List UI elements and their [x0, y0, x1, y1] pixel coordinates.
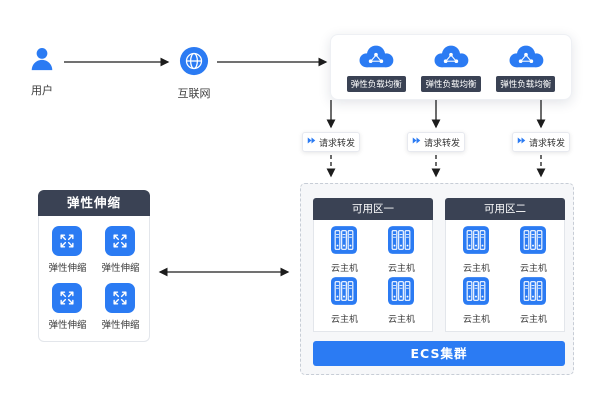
- autoscaling-item-label: 弹性伸缩: [48, 263, 87, 275]
- load-balancer-cloud-icon: [430, 43, 472, 73]
- elb-label: 弹性负载均衡: [496, 75, 556, 92]
- cloud-host-label: 云主机: [519, 263, 547, 274]
- forward-arrow-icon: [307, 136, 316, 148]
- autoscaling-item: 弹性伸缩: [101, 226, 140, 275]
- server-icon: [331, 277, 357, 309]
- elb-node: 弹性负载均衡: [421, 43, 481, 92]
- ecs-cluster-bar: ECS集群: [313, 341, 565, 366]
- autoscaling-item-label: 弹性伸缩: [101, 263, 140, 275]
- zone-title: 可用区二: [445, 198, 565, 220]
- request-forward-label: 请求转发: [423, 138, 460, 149]
- autoscaling-item-label: 弹性伸缩: [101, 319, 140, 331]
- autoscaling-panel: 弹性伸缩 弹性伸缩 弹性伸缩 弹性伸缩: [38, 190, 150, 342]
- cloud-host-label: 云主机: [387, 315, 415, 326]
- user-icon: [28, 58, 56, 77]
- expand-arrows-icon: [52, 282, 83, 313]
- elb-card: 弹性负载均衡 弹性负载均衡 弹性负载均衡: [330, 34, 572, 100]
- cloud-host-label: 云主机: [519, 315, 547, 326]
- server-icon: [463, 277, 489, 309]
- server-icon: [520, 277, 546, 309]
- request-forward-label: 请求转发: [528, 138, 565, 149]
- server-icon: [331, 226, 357, 258]
- cloud-host-label: 云主机: [387, 263, 415, 274]
- server-icon: [388, 277, 414, 309]
- autoscaling-item: 弹性伸缩: [101, 282, 140, 331]
- zone-body: 云主机 云主机 云主机 云主机: [313, 220, 433, 332]
- server-icon: [463, 226, 489, 258]
- cloud-host: 云主机: [388, 226, 415, 274]
- expand-arrows-icon: [105, 226, 136, 257]
- autoscaling-panel-body: 弹性伸缩 弹性伸缩 弹性伸缩 弹性伸缩: [38, 216, 150, 342]
- expand-arrows-icon: [52, 226, 83, 257]
- request-forward-chip: 请求转发: [407, 132, 465, 152]
- elb-label: 弹性负载均衡: [346, 75, 406, 92]
- request-forward-chip: 请求转发: [512, 132, 570, 152]
- cloud-host-label: 云主机: [462, 263, 490, 274]
- ecs-cluster-container: 可用区一 云主机 云主机 云主机 云主机: [300, 183, 574, 375]
- autoscaling-panel-title: 弹性伸缩: [38, 190, 150, 216]
- cloud-host: 云主机: [331, 226, 358, 274]
- autoscaling-item-label: 弹性伸缩: [48, 319, 87, 331]
- cloud-host: 云主机: [520, 226, 547, 274]
- user-label: 用户: [31, 84, 53, 97]
- autoscaling-item: 弹性伸缩: [48, 226, 87, 275]
- user-node: 用户: [20, 45, 64, 98]
- cloud-host-label: 云主机: [330, 315, 358, 326]
- availability-zone-2: 可用区二 云主机 云主机 云主机 云主机: [445, 198, 565, 332]
- internet-label: 互联网: [177, 87, 211, 100]
- availability-zone-1: 可用区一 云主机 云主机 云主机 云主机: [313, 198, 433, 332]
- forward-arrow-icon: [517, 136, 526, 148]
- autoscaling-item: 弹性伸缩: [48, 282, 87, 331]
- server-icon: [388, 226, 414, 258]
- cloud-host-label: 云主机: [330, 263, 358, 274]
- elb-node: 弹性负载均衡: [346, 43, 406, 92]
- internet-globe-icon: [179, 61, 209, 80]
- elb-label: 弹性负载均衡: [421, 75, 481, 92]
- cloud-host-label: 云主机: [462, 315, 490, 326]
- internet-node: 互联网: [172, 46, 216, 101]
- load-balancer-cloud-icon: [505, 43, 547, 73]
- expand-arrows-icon: [105, 282, 136, 313]
- cloud-host: 云主机: [520, 277, 547, 325]
- zone-title: 可用区一: [313, 198, 433, 220]
- cloud-host: 云主机: [463, 226, 490, 274]
- server-icon: [520, 226, 546, 258]
- elb-node: 弹性负载均衡: [496, 43, 556, 92]
- cloud-host: 云主机: [463, 277, 490, 325]
- zone-body: 云主机 云主机 云主机 云主机: [445, 220, 565, 332]
- request-forward-chip: 请求转发: [302, 132, 360, 152]
- cloud-host: 云主机: [331, 277, 358, 325]
- load-balancer-cloud-icon: [355, 43, 397, 73]
- request-forward-label: 请求转发: [318, 138, 355, 149]
- forward-arrow-icon: [412, 136, 421, 148]
- cloud-host: 云主机: [388, 277, 415, 325]
